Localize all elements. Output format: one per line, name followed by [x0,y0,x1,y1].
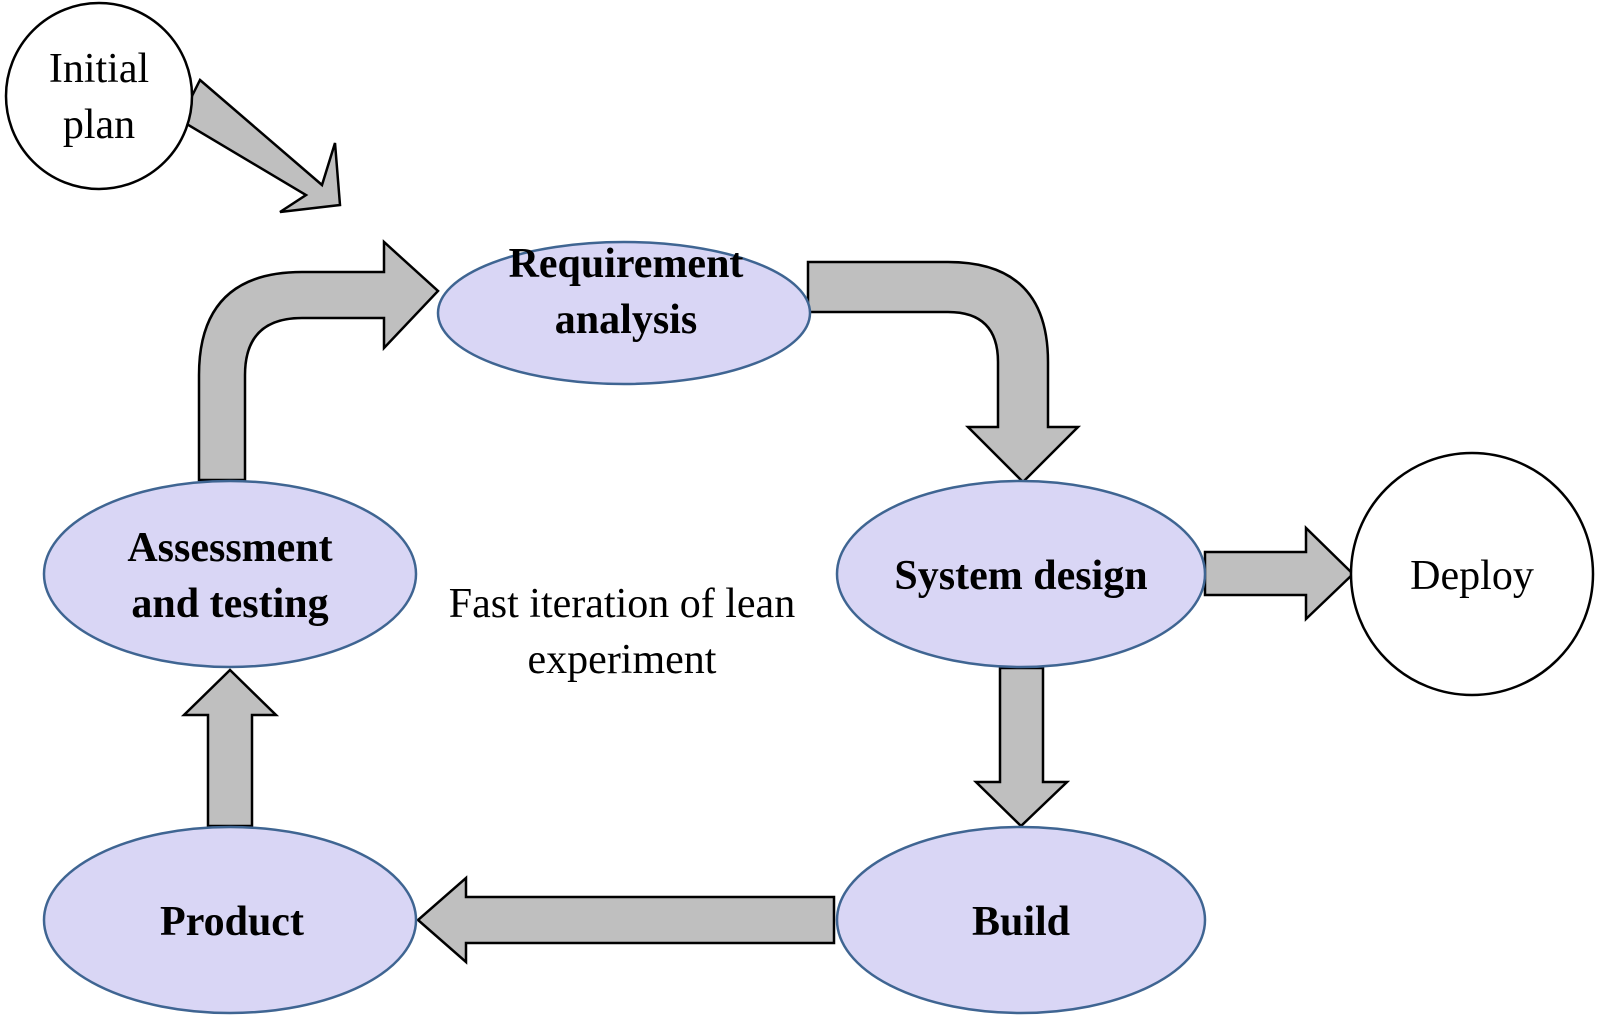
node-requirement-analysis: Requirement analysis [436,240,812,386]
node-build: Build [835,825,1207,1015]
node-product: Product [42,825,418,1015]
initial-plan-line1: Initial [49,46,149,92]
build-label: Build [972,899,1070,945]
node-initial-plan: Initial plan [4,1,194,191]
center-note: Fast iteration of lean experiment [449,581,795,683]
node-system-design: System design [835,479,1207,669]
arrow-system-design-to-build [972,666,1071,828]
center-note-line1: Fast iteration of lean [449,581,795,627]
assessment-line2: and testing [131,581,328,627]
requirement-line2: analysis [555,297,697,343]
arrow-assessment-to-requirement [197,239,440,482]
center-note-line2: experiment [528,637,717,683]
assessment-line1: Assessment [127,525,332,571]
arrow-system-design-to-deploy [1203,525,1355,622]
product-label: Product [160,899,304,945]
initial-plan-line2: plan [63,102,135,148]
arrow-requirement-to-system-design [806,260,1082,484]
deploy-label: Deploy [1410,553,1534,599]
arrow-product-to-assessment [180,668,280,828]
node-deploy: Deploy [1349,451,1595,697]
arrow-build-to-product [416,875,836,965]
node-assessment-testing: Assessment and testing [42,479,418,669]
arrow-initial-to-requirement [178,78,342,214]
system-design-label: System design [894,553,1147,599]
requirement-line1: Requirement [509,241,744,287]
